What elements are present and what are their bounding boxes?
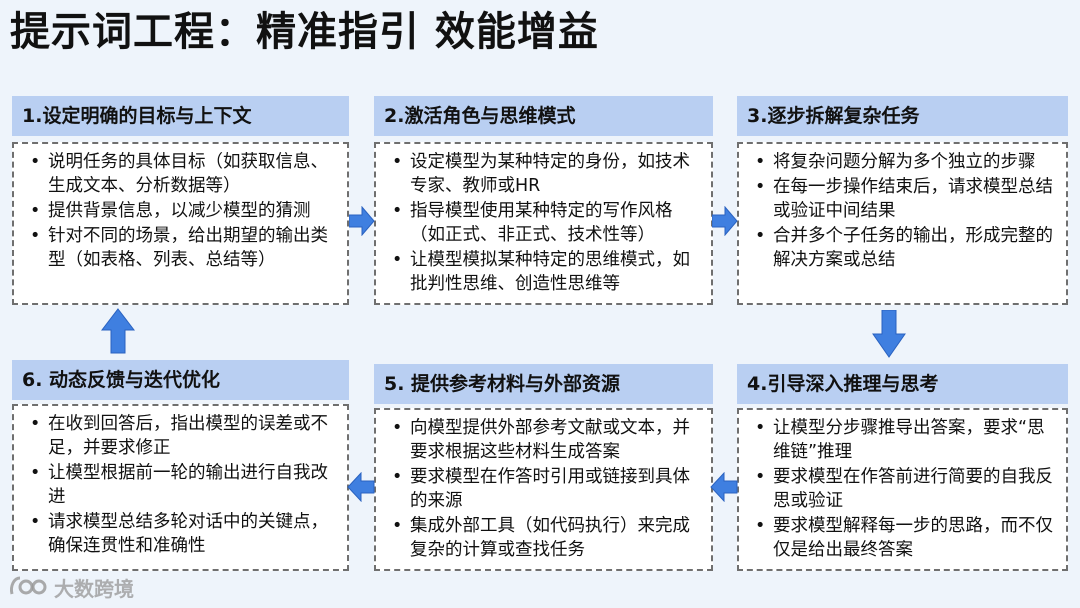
card-2-item: 让模型模拟某种特定的思维模式，如批判性思维、创造性思维等 <box>384 248 703 296</box>
page-title: 提示词工程：精准指引 效能增益 <box>10 9 599 55</box>
card-1-body: 说明任务的具体目标（如获取信息、生成文本、分析数据等） 提供背景信息，以减少模型… <box>12 142 349 305</box>
card-5-item: 要求模型在作答时引用或链接到具体的来源 <box>384 465 703 513</box>
arrow-up-icon <box>101 308 135 354</box>
card-4-item: 要求模型在作答前进行简要的自我反思或验证 <box>747 465 1058 513</box>
card-3-heading: 3.逐步拆解复杂任务 <box>737 96 1068 136</box>
card-2-item: 指导模型使用某种特定的写作风格（如正式、非正式、技术性等） <box>384 199 703 247</box>
card-4-body: 让模型分步骤推导出答案，要求“思维链”推理 要求模型在作答前进行简要的自我反思或… <box>737 408 1068 571</box>
card-2-body: 设定模型为某种特定的身份，如技术专家、教师或HR 指导模型使用某种特定的写作风格… <box>374 142 713 305</box>
card-4-list: 让模型分步骤推导出答案，要求“思维链”推理 要求模型在作答前进行简要的自我反思或… <box>747 416 1058 562</box>
arrow-down-icon <box>872 310 906 358</box>
card-4-item: 让模型分步骤推导出答案，要求“思维链”推理 <box>747 416 1058 464</box>
card-1-heading: 1.设定明确的目标与上下文 <box>12 96 349 136</box>
watermark: 大数跨境 <box>8 572 134 602</box>
card-2-list: 设定模型为某种特定的身份，如技术专家、教师或HR 指导模型使用某种特定的写作风格… <box>384 150 703 296</box>
card-1-list: 说明任务的具体目标（如获取信息、生成文本、分析数据等） 提供背景信息，以减少模型… <box>22 150 339 272</box>
card-2-item: 设定模型为某种特定的身份，如技术专家、教师或HR <box>384 150 703 198</box>
card-2-heading: 2.激活角色与思维模式 <box>374 96 713 136</box>
card-5-item: 向模型提供外部参考文献或文本，并要求根据这些材料生成答案 <box>384 416 703 464</box>
card-6-item: 在收到回答后，指出模型的误差或不足，并要求修正 <box>22 412 339 460</box>
arrow-right-icon <box>349 206 375 236</box>
card-3-item: 在每一步操作结束后，请求模型总结或验证中间结果 <box>747 175 1058 223</box>
card-6-heading: 6. 动态反馈与迭代优化 <box>12 360 349 400</box>
card-4-item: 要求模型解释每一步的思路，而不仅仅是给出最终答案 <box>747 514 1058 562</box>
card-6-list: 在收到回答后，指出模型的误差或不足，并要求修正 让模型根据前一轮的输出进行自我改… <box>22 412 339 558</box>
card-3-body: 将复杂问题分解为多个独立的步骤 在每一步操作结束后，请求模型总结或验证中间结果 … <box>737 142 1068 305</box>
card-3-list: 将复杂问题分解为多个独立的步骤 在每一步操作结束后，请求模型总结或验证中间结果 … <box>747 150 1058 272</box>
card-5-heading: 5. 提供参考材料与外部资源 <box>374 364 713 404</box>
card-3-item: 合并多个子任务的输出，形成完整的解决方案或总结 <box>747 224 1058 272</box>
card-3-item: 将复杂问题分解为多个独立的步骤 <box>747 150 1058 174</box>
card-6-item: 让模型根据前一轮的输出进行自我改进 <box>22 461 339 509</box>
card-4-heading: 4.引导深入推理与思考 <box>737 364 1068 404</box>
watermark-text: 大数跨境 <box>54 576 134 601</box>
card-6-body: 在收到回答后，指出模型的误差或不足，并要求修正 让模型根据前一轮的输出进行自我改… <box>12 404 349 571</box>
card-6-item: 请求模型总结多轮对话中的关键点，确保连贯性和准确性 <box>22 510 339 558</box>
card-1-item: 提供背景信息，以减少模型的猜测 <box>22 199 339 223</box>
card-5-item: 集成外部工具（如代码执行）来完成复杂的计算或查找任务 <box>384 514 703 562</box>
arrow-left-icon <box>347 472 375 502</box>
arrow-right-icon <box>712 206 738 236</box>
card-5-list: 向模型提供外部参考文献或文本，并要求根据这些材料生成答案 要求模型在作答时引用或… <box>384 416 703 562</box>
card-1-item: 说明任务的具体目标（如获取信息、生成文本、分析数据等） <box>22 150 339 198</box>
brand-logo-icon <box>10 576 47 595</box>
card-5-body: 向模型提供外部参考文献或文本，并要求根据这些材料生成答案 要求模型在作答时引用或… <box>374 408 713 571</box>
arrow-left-icon <box>710 472 738 502</box>
card-1-item: 针对不同的场景，给出期望的输出类型（如表格、列表、总结等） <box>22 224 339 272</box>
